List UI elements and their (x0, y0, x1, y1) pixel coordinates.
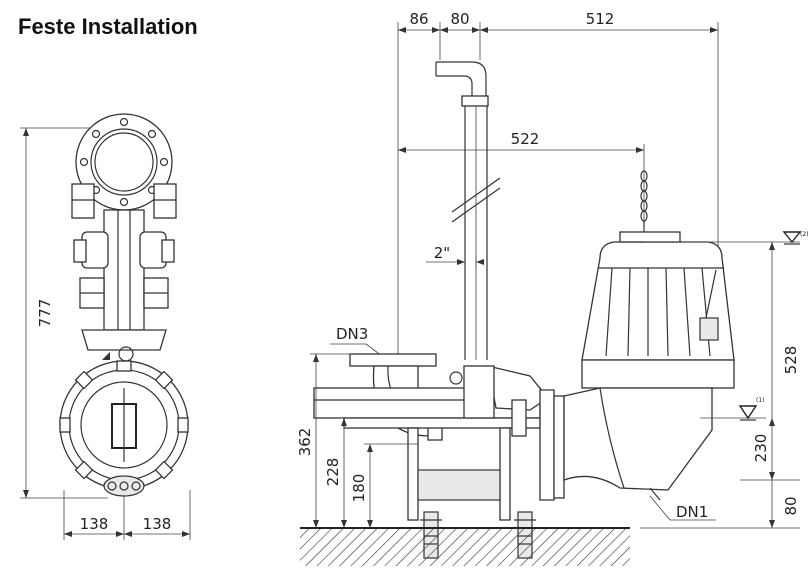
dim-777: 777 (36, 299, 54, 328)
guide-pipe (435, 61, 501, 360)
dim-522: 522 (511, 130, 540, 148)
top-flange (75, 113, 173, 211)
dim-80-top: 80 (450, 10, 469, 28)
dim-522-line (398, 144, 645, 240)
dim-228: 228 (324, 458, 342, 487)
pump-motor (581, 170, 735, 389)
dim-86: 86 (409, 10, 428, 28)
diagram-title: Feste Installation (18, 14, 198, 39)
dim-362: 362 (296, 428, 314, 457)
lifting-chain (640, 170, 648, 222)
level-marker-2 (644, 231, 802, 245)
dim-80-bottom: 80 (782, 496, 800, 515)
dim-2in-line (426, 256, 484, 268)
right-dimension-lines (640, 242, 800, 529)
dim-2in: 2" (434, 244, 450, 262)
label-dn3: DN3 (336, 325, 368, 343)
dim-528: 528 (782, 346, 800, 375)
dim-138-right: 138 (143, 515, 172, 533)
front-view: 777 (20, 113, 191, 540)
duckfoot-base (313, 365, 565, 521)
level-marker-1 (700, 405, 766, 421)
ref-1: (1) (756, 397, 765, 404)
label-dn1: DN1 (676, 503, 708, 521)
pump-volute (563, 387, 713, 501)
dim-512: 512 (586, 10, 615, 28)
dim-138-left: 138 (80, 515, 109, 533)
ref-2: (2) (800, 231, 809, 238)
ground-hatch (300, 528, 630, 566)
pump-housing-front (59, 360, 189, 497)
side-view: 86 80 512 522 (296, 10, 809, 566)
dim-138-lines (63, 490, 191, 540)
dim-230: 230 (752, 434, 770, 463)
dim-180: 180 (350, 474, 368, 503)
left-dimension-lines (310, 353, 418, 528)
